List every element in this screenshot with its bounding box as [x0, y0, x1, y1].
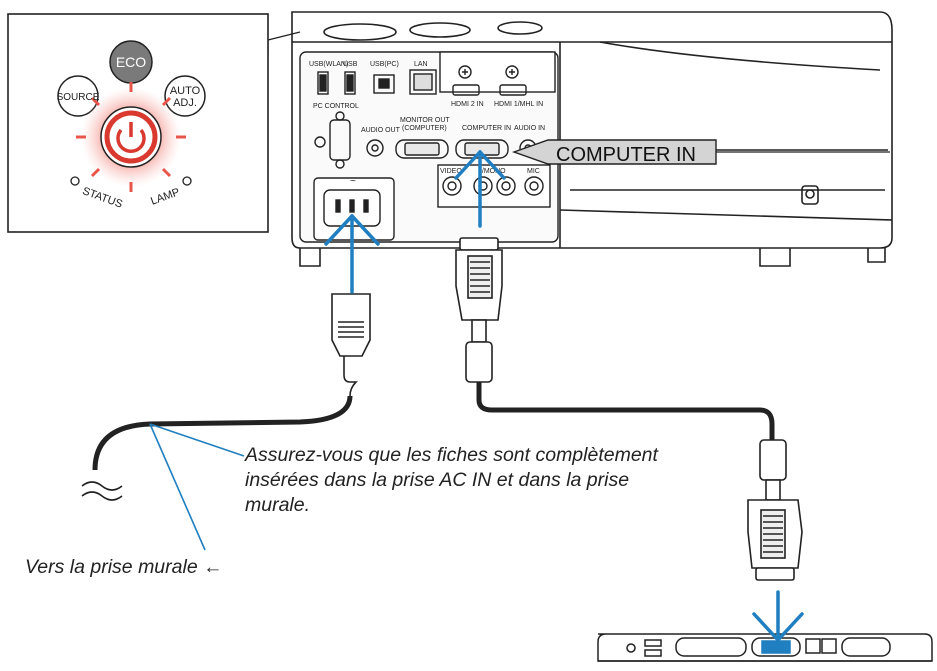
- computer-in-port: [455, 139, 509, 159]
- glow-rays: [76, 82, 186, 192]
- laptop-lan-port-2: [821, 638, 837, 654]
- monitor-out-port: [395, 139, 449, 159]
- note-line-1: Assurez-vous que les fiches sont complèt…: [245, 444, 658, 466]
- computer: [597, 633, 933, 662]
- label-l-mono: L/MONO: [478, 168, 506, 175]
- eco-label: ECO: [116, 54, 146, 70]
- wall-outlet-note: Vers la prise murale ←: [25, 556, 223, 579]
- mic-port: [524, 176, 544, 196]
- usb-pc-port: [373, 74, 395, 94]
- vga-cable: [455, 237, 803, 581]
- insert-arrows: [324, 150, 804, 642]
- label-usb: USB: [343, 61, 358, 68]
- computer-in-callout: COMPUTER IN: [511, 139, 890, 166]
- label-mic: MIC: [527, 168, 540, 175]
- usb-port: [344, 71, 356, 95]
- label-hdmi2: HDMI 2 IN: [451, 101, 484, 108]
- lan-port: [409, 69, 437, 95]
- port-panel: [299, 51, 559, 243]
- r-port: [496, 176, 516, 196]
- note-line-3: murale.: [245, 494, 311, 516]
- audio-out-port: [366, 139, 384, 157]
- source-label: SOURCE: [57, 92, 100, 103]
- status-led: [70, 176, 80, 186]
- l-mono-port: [473, 176, 493, 196]
- label-audio-in: AUDIO IN: [514, 125, 545, 132]
- note-line-2: insérées dans la prise AC IN et dans la …: [245, 469, 630, 491]
- control-panel-inset: [7, 13, 301, 233]
- label-computer-in: COMPUTER IN: [462, 125, 511, 132]
- hdmi2-port: [452, 84, 480, 96]
- label-monitor-out-1: MONITOR OUT: [400, 117, 450, 124]
- power-icon: [116, 128, 146, 154]
- laptop-parallel-port: [675, 637, 747, 657]
- auto-adj-button: [164, 75, 206, 117]
- label-audio-out: AUDIO OUT: [361, 127, 401, 134]
- label-ac-symbol: ~: [350, 176, 356, 187]
- auto-label: AUTO: [170, 85, 201, 97]
- callout-label: COMPUTER IN: [556, 144, 696, 166]
- insertion-note: Assurez-vous que les fiches sont complèt…: [245, 443, 765, 518]
- source-button: [57, 75, 99, 117]
- label-pc-control: PC CONTROL: [313, 103, 359, 110]
- leader-lines: [149, 423, 245, 551]
- laptop-serial-port: [841, 637, 891, 657]
- adj-label: ADJ.: [173, 97, 197, 109]
- hdmi1-port: [499, 84, 527, 96]
- power-ring: [104, 110, 158, 164]
- laptop-lan-port-1: [805, 638, 821, 654]
- wall-outlet-label: Vers la prise murale: [25, 556, 198, 578]
- label-monitor-out-2: (COMPUTER): [402, 125, 447, 132]
- label-lan: LAN: [414, 61, 428, 68]
- label-usb-wlan: USB(WLAN): [309, 61, 348, 68]
- left-arrow-icon: ←: [203, 556, 223, 578]
- video-port: [442, 176, 462, 196]
- label-usb-pc: USB(PC): [370, 61, 399, 68]
- usb-wlan-port: [317, 71, 329, 95]
- label-video: VIDEO: [440, 168, 462, 175]
- lamp-led: [182, 176, 192, 186]
- label-hdmi1: HDMI 1/MHL IN: [494, 101, 543, 108]
